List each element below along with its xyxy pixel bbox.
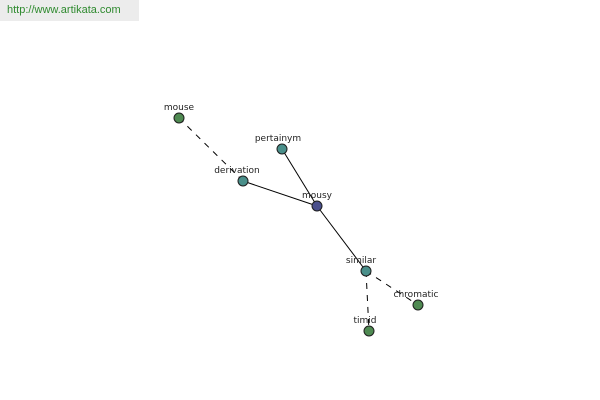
edge-similar-timid [365,270,370,332]
edge-mousy-pertainym [281,148,318,207]
node-label-pertainym: pertainym [255,134,301,144]
node-label-derivation: derivation [214,166,260,176]
nodes-layer: mouse pertainym derivation mousy similar chro… [164,103,439,337]
node-label-mousy: mousy [302,191,333,201]
node-circle-similar[interactable] [360,265,372,277]
edge-mousy-similar [316,205,367,272]
node-circle-derivation[interactable] [237,175,249,187]
node-mousy[interactable]: mousy [302,191,333,212]
node-chromatic[interactable]: chromatic [394,290,439,311]
edges-layer [178,117,419,332]
node-similar[interactable]: similar [346,256,376,277]
edge-similar-chromatic [365,270,419,306]
node-label-chromatic: chromatic [394,290,439,300]
node-circle-pertainym[interactable] [276,143,288,155]
node-label-mouse: mouse [164,103,195,113]
node-label-similar: similar [346,256,376,266]
node-circle-mousy[interactable] [311,200,323,212]
edge-derivation-mouse [178,117,244,182]
node-pertainym[interactable]: pertainym [255,134,301,155]
node-derivation[interactable]: derivation [214,166,260,187]
node-mouse[interactable]: mouse [164,103,195,124]
node-label-timid: timid [353,316,376,326]
node-timid[interactable]: timid [353,316,377,337]
site-url-banner[interactable]: http://www.artikata.com [0,0,139,21]
edge-mousy-derivation [242,180,318,207]
node-circle-timid[interactable] [363,325,375,337]
node-circle-mouse[interactable] [173,112,185,124]
node-circle-chromatic[interactable] [412,299,424,311]
